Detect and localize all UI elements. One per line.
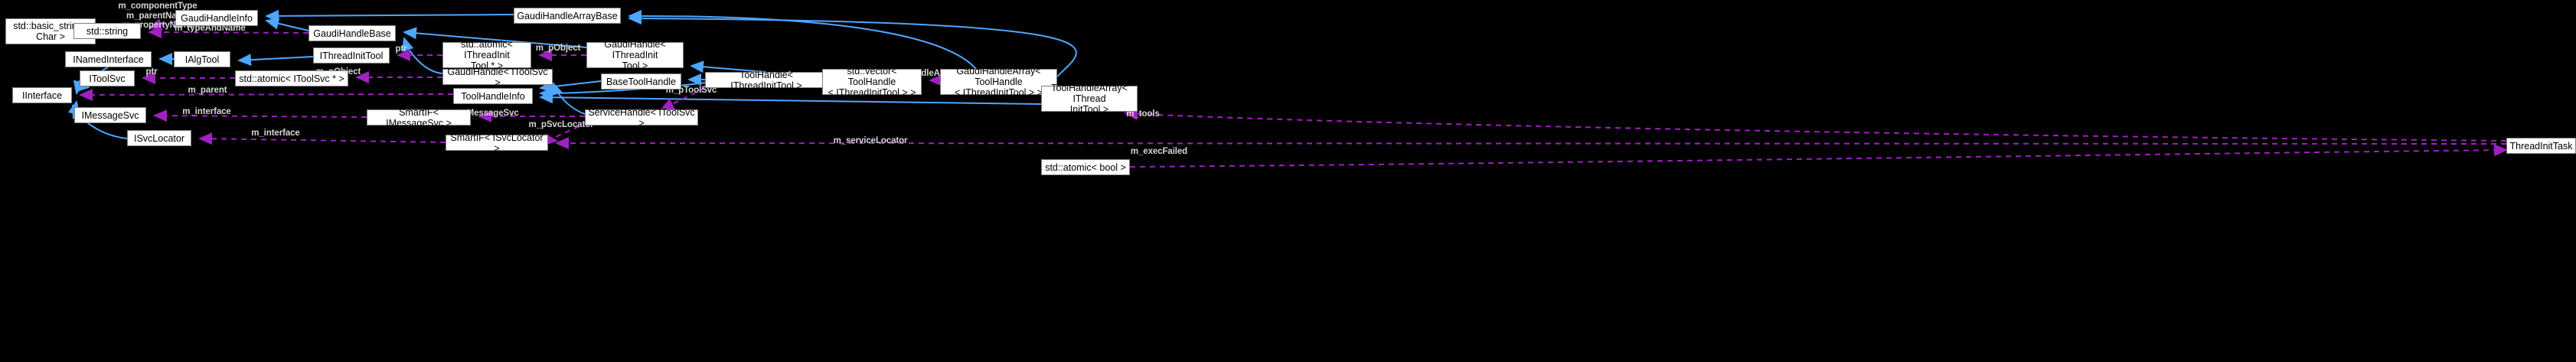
node-base-tool-handle[interactable]: BaseToolHandle xyxy=(601,73,681,90)
node-gaudi-handle-itoolsvc[interactable]: GaudiHandle< IToolSvc > xyxy=(442,67,553,88)
edge-label-m-interface-msg: m_interface xyxy=(182,107,231,116)
node-inamed-interface[interactable]: INamedInterface xyxy=(65,51,152,67)
node-gaudi-handle-ithreadinittool[interactable]: GaudiHandle< IThreadInit Tool > xyxy=(586,39,684,71)
edge-label-ptr-toolsvc: ptr xyxy=(145,67,158,77)
edge-label-m-interface-svc: m_interface xyxy=(251,129,300,138)
node-smartif-isvclocator[interactable]: SmartIF< ISvcLocator > xyxy=(446,132,548,154)
edge-label-type-and-name: m_typeAndName xyxy=(175,24,246,33)
node-ithreadinittool[interactable]: IThreadInitTool xyxy=(313,47,390,64)
node-iinterface[interactable]: IInterface xyxy=(12,87,72,103)
node-gaudi-handle-array-toolhandle[interactable]: GaudiHandleArray< ToolHandle < IThreadIn… xyxy=(940,66,1057,98)
node-gaudi-handle-base[interactable]: GaudiHandleBase xyxy=(309,25,396,41)
node-toolhandlearray-ithreadinittool[interactable]: ToolHandleArray< IThread InitTool > xyxy=(1041,83,1138,115)
node-smartif-imessagesvc[interactable]: SmartIF< IMessageSvc > xyxy=(367,107,471,129)
node-ialgtool[interactable]: IAlgTool xyxy=(174,51,230,67)
node-std-vector-toolhandle[interactable]: std::vector< ToolHandle < IThreadInitToo… xyxy=(822,66,922,98)
node-toolhandleinfo[interactable]: ToolHandleInfo xyxy=(453,88,533,104)
node-itoolsvc[interactable]: IToolSvc xyxy=(80,70,135,86)
node-std-atomic-ithreadinittool-ptr[interactable]: std::atomic< IThreadInit Tool * > xyxy=(442,39,531,71)
node-threadinittask[interactable]: ThreadInitTask xyxy=(2506,138,2576,154)
edge-label-ptr-thread: ptr xyxy=(395,44,407,54)
node-toolhandle-ithreadinittool[interactable]: ToolHandle< IThreadInitTool > xyxy=(705,70,828,91)
node-isvclocator[interactable]: ISvcLocator xyxy=(127,130,191,146)
node-servicehandle-itoolsvc[interactable]: ServiceHandle< IToolSvc > xyxy=(585,107,698,129)
edge-label-servicelocator: m_serviceLocator xyxy=(833,136,908,145)
node-gaudi-handle-info[interactable]: GaudiHandleInfo xyxy=(175,10,258,26)
edge-label-m-parent: m_parent xyxy=(188,86,227,95)
node-std-basic-string[interactable]: std::basic_string< Char > xyxy=(5,18,96,44)
node-imessagesvc[interactable]: IMessageSvc xyxy=(74,107,146,123)
edge-label-pobject-thread: m_pObject xyxy=(535,44,581,53)
edge-label-execfailed: m_execFailed xyxy=(1130,147,1188,156)
node-gaudi-handle-array-base[interactable]: GaudiHandleArrayBase xyxy=(514,8,621,24)
node-std-atomic-itoolsvc-ptr[interactable]: std::atomic< IToolSvc * > xyxy=(235,70,348,86)
node-std-atomic-bool[interactable]: std::atomic< bool > xyxy=(1041,159,1130,175)
node-std-string[interactable]: std::string xyxy=(73,23,141,39)
